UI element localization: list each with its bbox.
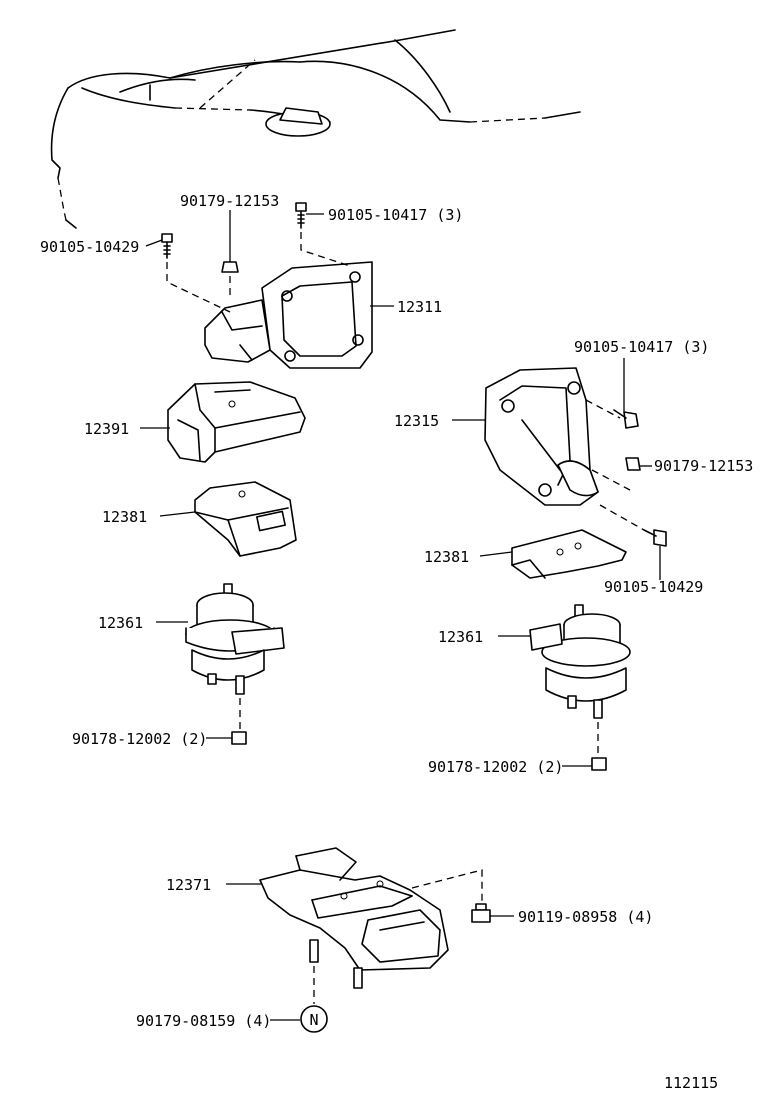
diagram-number: 112115 [664,1074,718,1092]
label-12381-right: 12381 [424,548,469,566]
label-90105-10429-right: 90105-10429 [604,578,703,596]
label-90178-12002-right: 90178-12002 (2) [428,758,563,776]
label-90178-12002-left: 90178-12002 (2) [72,730,207,748]
label-90105-10417-top: 90105-10417 (3) [328,206,463,224]
label-90105-10429-top: 90105-10429 [40,238,139,256]
crossmember-bracket-12371 [259,847,483,989]
label-90105-10417-right: 90105-10417 (3) [574,338,709,356]
insulator-mount-12361-left [185,583,285,745]
bolt-90105-10429-top [161,233,231,313]
nut-90179-12153-top [221,261,239,300]
bolt-90105-10417-right [585,358,639,429]
nut-90179-12153-right [591,457,641,491]
label-12371: 12371 [166,876,211,894]
bolt-90105-10429-right [599,504,667,547]
n-symbol-text: N [309,1011,318,1029]
bolt-90119-08958 [471,903,491,923]
label-90119-08958: 90119-08958 (4) [518,908,653,926]
engine-block-outline [50,29,581,229]
leader-lines [140,210,661,1021]
engine-mount-bracket-12311 [204,261,373,369]
label-12311: 12311 [397,298,442,316]
label-12381-left: 12381 [102,508,147,526]
bracket-12381-left [194,481,297,557]
n-symbol-badge: N [300,1005,328,1033]
label-12361-left: 12361 [98,614,143,632]
label-12361-right: 12361 [438,628,483,646]
label-12391: 12391 [84,420,129,438]
bracket-12381-right [511,529,627,579]
insulator-mount-12361-right [529,604,631,771]
bolt-90105-10417-top [295,202,351,267]
engine-mount-bracket-12315 [484,367,599,506]
label-12315: 12315 [394,412,439,430]
label-90179-12153-right: 90179-12153 [654,457,753,475]
part-number-labels: 90179-12153 90105-10417 (3) 90105-10429 … [40,192,753,1030]
label-90179-08159: 90179-08159 (4) [136,1012,271,1030]
label-90179-12153-top: 90179-12153 [180,192,279,210]
insulator-12391 [167,381,306,463]
